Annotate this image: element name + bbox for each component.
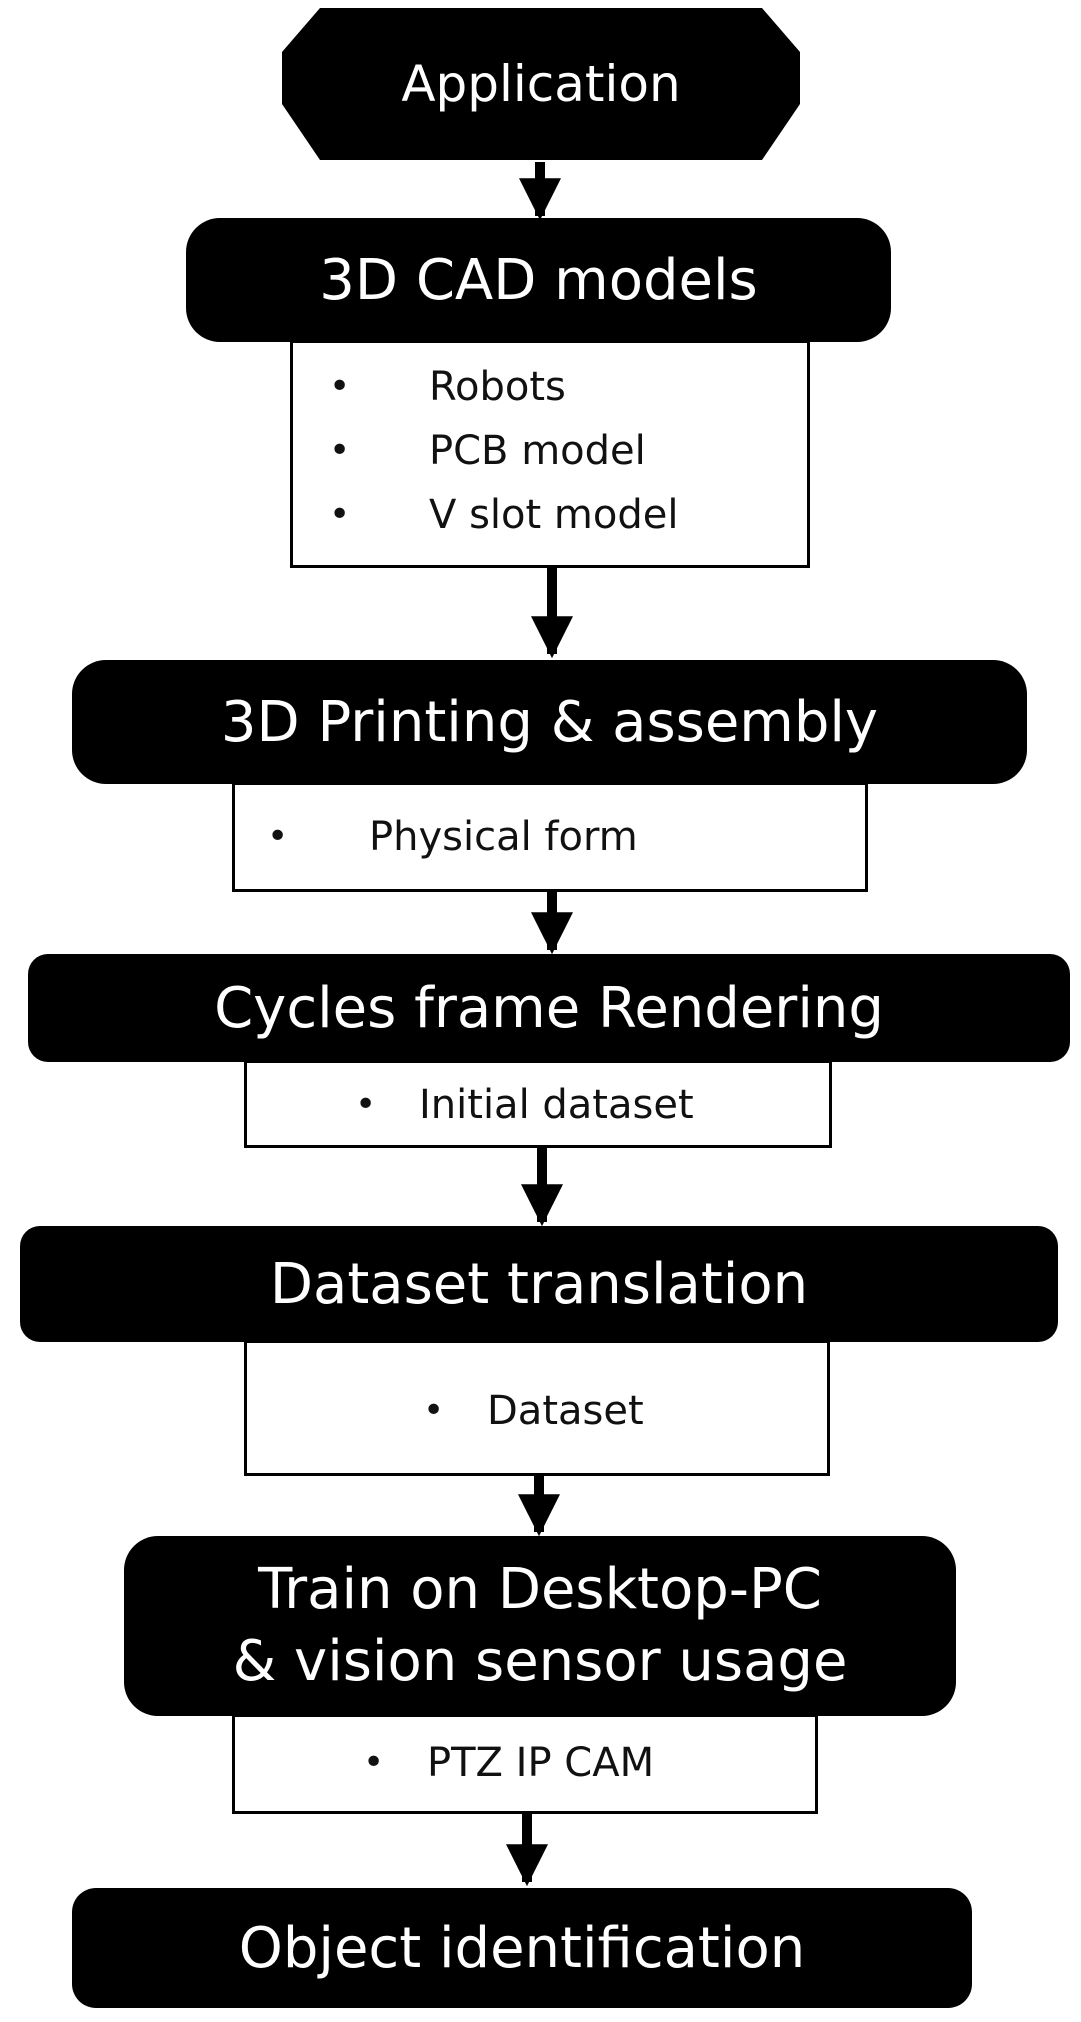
step-printing-assembly: 3D Printing & assembly [72,660,1027,784]
list-item: • PCB model [293,419,807,483]
detail-train-desktop: • PTZ IP CAM [232,1714,818,1814]
step-title: Object identification [238,1915,806,1981]
bullet-marker: • [355,1084,377,1125]
bullet-text: Physical form [369,814,638,860]
bullet-text: PTZ IP CAM [427,1740,655,1786]
bullet-marker: • [329,494,351,535]
detail-dataset-translation: • Dataset [244,1340,830,1476]
list-item: • Physical form [235,805,865,869]
bullet-marker: • [267,816,289,857]
detail-printing-assembly: • Physical form [232,782,868,892]
bullet-text: V slot model [429,492,679,538]
bullet-marker: • [329,366,351,407]
step-train-desktop: Train on Desktop-PC & vision sensor usag… [124,1536,956,1716]
bullet-text: PCB model [429,428,646,474]
bullet-text: Dataset [487,1388,644,1434]
start-label: Application [401,55,681,113]
start-terminator [282,8,800,160]
step-cad-models: 3D CAD models [186,218,891,342]
list-item: • Robots [293,355,807,419]
step-title: 3D CAD models [319,247,758,313]
bullet-text: Initial dataset [419,1082,694,1128]
step-title: Dataset translation [269,1251,809,1317]
bullet-marker: • [363,1742,385,1783]
list-item: • PTZ IP CAM [235,1731,815,1795]
step-title: 3D Printing & assembly [220,689,879,755]
list-item: • Initial dataset [247,1073,829,1137]
step-title-line-2: & vision sensor usage [232,1629,848,1694]
step-title-line-1: Train on Desktop-PC [258,1557,822,1622]
list-item: • V slot model [293,483,807,547]
list-item: • Dataset [247,1379,827,1443]
bullet-marker: • [423,1390,445,1431]
step-dataset-translation: Dataset translation [20,1226,1058,1342]
detail-cad-models: • Robots • PCB model • V slot model [290,340,810,568]
detail-cycles-rendering: • Initial dataset [244,1060,832,1148]
step-object-identification: Object identification [72,1888,972,2008]
step-cycles-rendering: Cycles frame Rendering [28,954,1070,1062]
bullet-text: Robots [429,364,566,410]
bullet-marker: • [329,430,351,471]
step-title: Cycles frame Rendering [214,975,884,1041]
